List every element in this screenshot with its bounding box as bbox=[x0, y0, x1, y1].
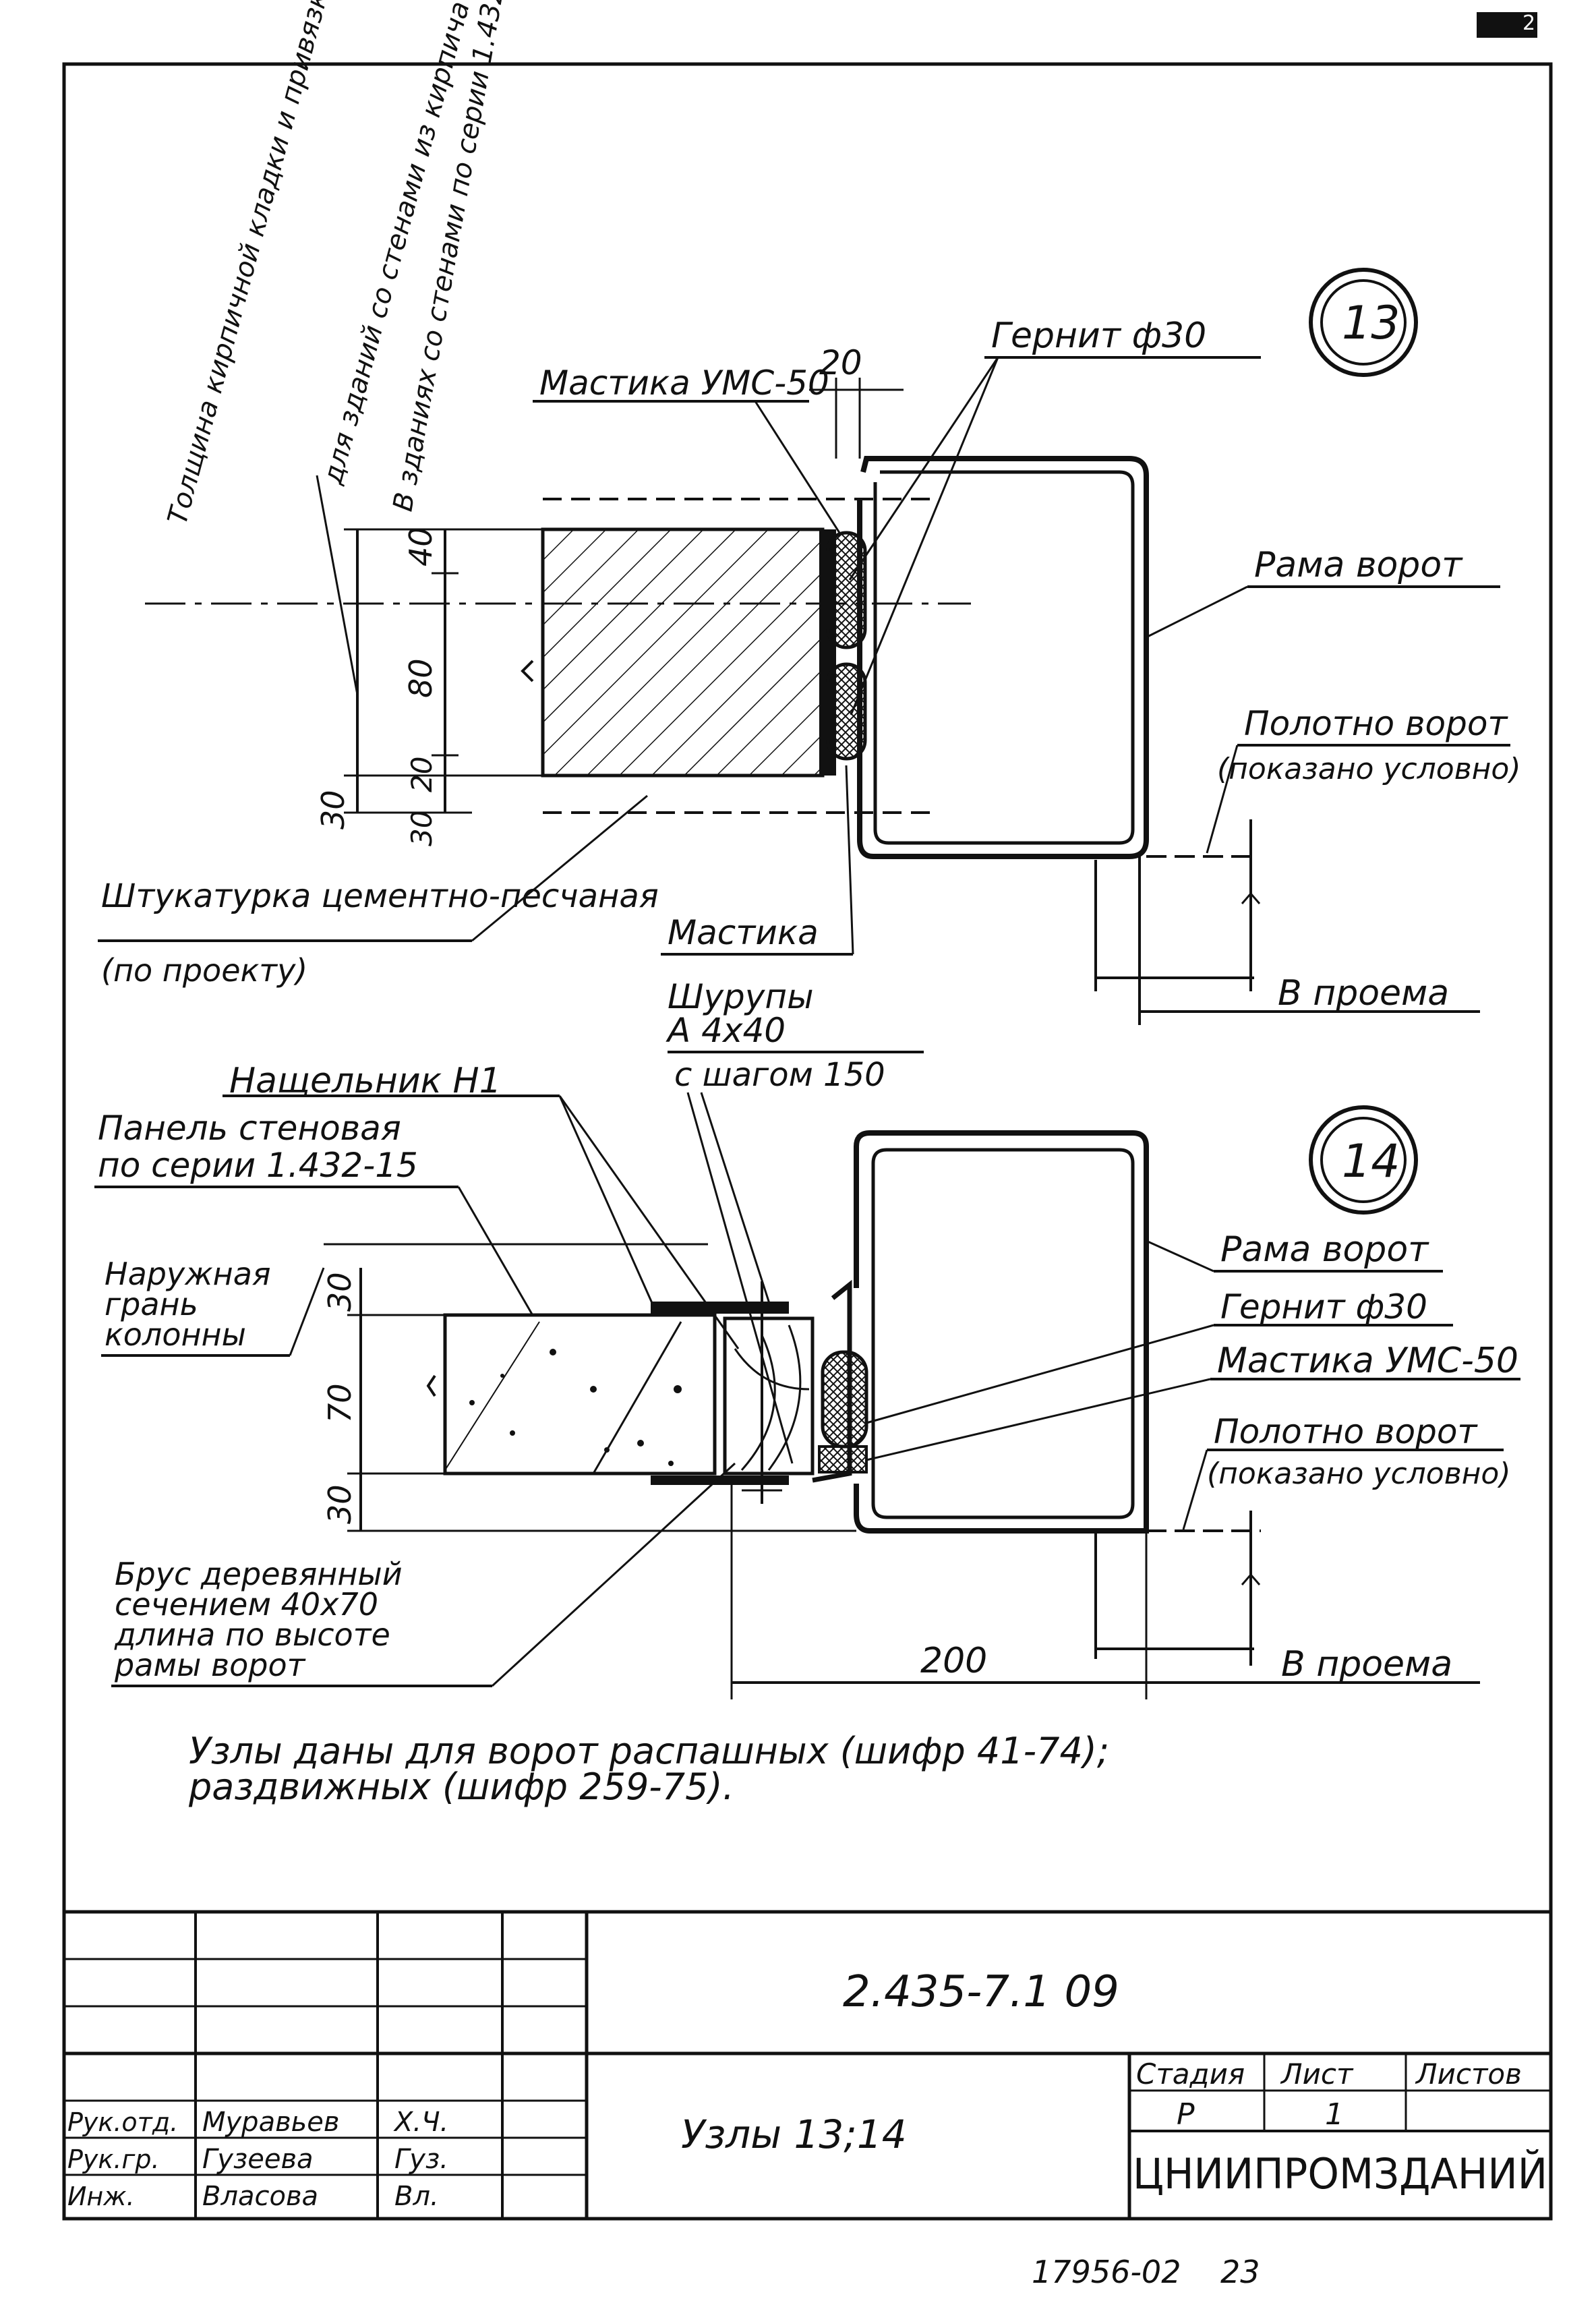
col-list: Лист bbox=[1280, 2058, 1354, 2091]
staff-sign-2: Гуз. bbox=[394, 2144, 448, 2175]
staff-sign-3: Вл. bbox=[394, 2181, 439, 2212]
gernit-seal-bottom bbox=[826, 662, 867, 761]
nashchelnik-strip bbox=[651, 1302, 789, 1314]
dim-30-top-14: 30 bbox=[322, 1272, 358, 1312]
dim-30-inner: 30 bbox=[405, 811, 438, 846]
label-shurupy-2: А 4х40 bbox=[666, 1011, 786, 1050]
label-panel-2: по серии 1.432-15 bbox=[98, 1146, 418, 1185]
label-shurupy-1: Шурупы bbox=[668, 977, 814, 1016]
label-v-proema-13: В проема bbox=[1278, 973, 1449, 1014]
title-block: 2.435-7.1 09 Узлы 13;14 Стадия Лист Лист… bbox=[64, 1910, 1551, 2219]
col-stadia: Стадия bbox=[1136, 2058, 1245, 2091]
label-polotno-14: Полотно ворот bbox=[1214, 1412, 1478, 1451]
label-brus-1: Брус деревянный bbox=[115, 1556, 403, 1592]
staff-role-3: Инж. bbox=[67, 2182, 135, 2211]
label-mastika-14: Мастика УМС-50 bbox=[1217, 1341, 1518, 1381]
label-v-proema-14: В проема bbox=[1281, 1644, 1452, 1685]
detail-13: 13 40 80 20 30 30 bbox=[98, 0, 1520, 1025]
gernit-seal-top bbox=[826, 531, 867, 649]
dim-30-outer: 30 bbox=[315, 790, 351, 829]
staff-role-2: Рук.гр. bbox=[67, 2144, 160, 2174]
label-polotno-13: Полотно ворот bbox=[1244, 704, 1508, 743]
staff-name-1: Муравьев bbox=[202, 2107, 339, 2138]
detail-14-number: 14 bbox=[1342, 1135, 1400, 1188]
label-mastika-13: Мастика bbox=[668, 913, 819, 952]
corner-mark: 2 bbox=[1523, 11, 1535, 35]
dim-20-side: 20 bbox=[405, 757, 438, 792]
col-listov: Листов bbox=[1415, 2058, 1522, 2091]
sheet-frame bbox=[62, 62, 1553, 2221]
gate-frame-profile-13 bbox=[857, 456, 1149, 859]
org-name: ЦНИИПРОМЗДАНИЙ bbox=[1133, 2149, 1547, 2198]
label-polotno-note-13: (показано условно) bbox=[1217, 752, 1520, 786]
detail-14-marker bbox=[1309, 1105, 1418, 1215]
staff-role-1: Рук.отд. bbox=[67, 2107, 178, 2137]
label-shurupy-3: с шагом 150 bbox=[674, 1056, 885, 1094]
wall-panel-section bbox=[443, 1313, 717, 1476]
label-polotno-note-14: (показано условно) bbox=[1207, 1457, 1510, 1491]
staff-sign-1: Х.Ч. bbox=[393, 2107, 448, 2138]
gernit-seal-14 bbox=[821, 1350, 868, 1449]
corner-mark-box bbox=[1477, 12, 1537, 38]
val-stadia: Р bbox=[1177, 2097, 1195, 2132]
detail-14: 14 Шурупы А 4х40 с шагом 150 Нащельник Н… bbox=[94, 977, 1520, 1699]
wooden-beam bbox=[723, 1316, 815, 1476]
label-shtukaturka-note: (по проекту) bbox=[101, 952, 307, 989]
dim-40: 40 bbox=[403, 527, 439, 566]
label-panel-1: Панель стеновая bbox=[98, 1109, 401, 1148]
detail-13-number: 13 bbox=[1342, 297, 1400, 350]
dim-80: 80 bbox=[403, 658, 439, 698]
label-grane-2: грань bbox=[105, 1286, 198, 1322]
label-gernit-14: Гернит ф30 bbox=[1220, 1287, 1427, 1326]
general-note-line-2: раздвижных (шифр 259-75). bbox=[188, 1766, 734, 1808]
footer-page: 23 bbox=[1220, 2254, 1260, 2290]
label-brus-4: рамы ворот bbox=[114, 1647, 306, 1683]
footer-number: 17956-02 bbox=[1032, 2254, 1181, 2290]
brick-wall-section bbox=[541, 527, 825, 778]
general-note-line-1: Узлы даны для ворот распашных (шифр 41-7… bbox=[189, 1730, 1109, 1772]
staff-name-2: Гузеева bbox=[202, 2144, 314, 2175]
detail-13-marker bbox=[1309, 268, 1418, 377]
staff-name-3: Власова bbox=[202, 2181, 318, 2212]
dim-30-bottom-14: 30 bbox=[322, 1484, 358, 1524]
drawing-title: Узлы 13;14 bbox=[681, 2111, 907, 2157]
dim-200: 200 bbox=[920, 1641, 987, 1681]
label-shtukaturka: Штукатурка цементно-песчаная bbox=[101, 877, 659, 915]
gate-frame-profile-14 bbox=[854, 1130, 1150, 1534]
label-brus-3: длина по высоте bbox=[114, 1616, 390, 1653]
label-grane-1: Наружная bbox=[105, 1256, 271, 1292]
drawing-code: 2.435-7.1 09 bbox=[843, 1967, 1119, 2017]
callout-gernit-13: Гернит ф30 bbox=[991, 316, 1206, 356]
val-list: 1 bbox=[1325, 2097, 1344, 2132]
dim-20-top: 20 bbox=[819, 343, 862, 382]
label-brus-2: сечением 40х70 bbox=[115, 1586, 378, 1623]
label-rama-13: Рама ворот bbox=[1254, 545, 1463, 585]
dim-70: 70 bbox=[322, 1383, 358, 1423]
callout-mastika-umc-13: Мастика УМС-50 bbox=[539, 363, 829, 403]
label-grane-3: колонны bbox=[105, 1316, 246, 1353]
label-rama-14: Рама ворот bbox=[1220, 1229, 1429, 1270]
